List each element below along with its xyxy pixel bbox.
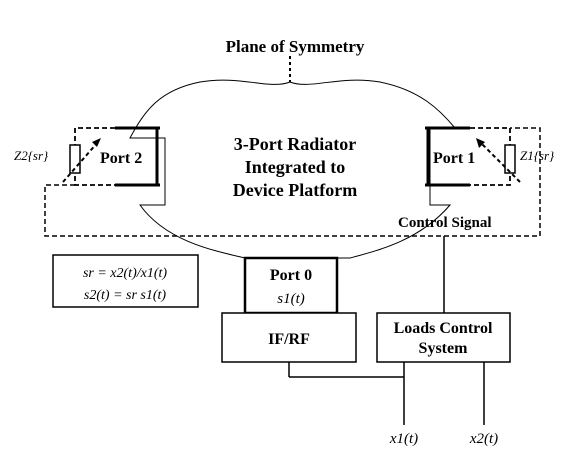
radiator-label-3: Device Platform: [233, 180, 357, 200]
plane-of-symmetry-label: Plane of Symmetry: [226, 37, 365, 56]
z2-resistor: [69, 144, 81, 174]
z1-arrow-head: [476, 138, 485, 148]
z1-label: Z1{sr}: [520, 148, 555, 163]
equation-line-1: sr = x2(t)/x1(t): [83, 266, 167, 281]
equation-line-2: s2(t) = sr s1(t): [84, 288, 167, 303]
z1-arrow: [479, 141, 521, 183]
port2-label: Port 2: [100, 150, 142, 167]
port1-label: Port 1: [433, 150, 475, 167]
z2-arrow-head: [92, 138, 101, 147]
port0-label: Port 0: [270, 267, 312, 284]
control-signal-label: Control Signal: [398, 215, 492, 231]
loads-control-box: [376, 312, 511, 363]
loads-control-label-1: Loads Control: [394, 320, 493, 337]
z1-resistor: [504, 144, 516, 174]
x2-label: x2(t): [469, 431, 498, 447]
z2-arrow: [62, 141, 99, 183]
ifrf-box: [221, 312, 357, 363]
equation-box: [52, 254, 199, 308]
loads-control-label-2: System: [419, 340, 469, 357]
ifrf-label: IF/RF: [268, 331, 310, 348]
control-signal-line: [44, 127, 541, 237]
z2-label: Z2{sr}: [14, 148, 49, 163]
port1-load-loop: [470, 127, 511, 186]
radiator-body: [129, 79, 457, 259]
radiator-label-2: Integrated to: [245, 157, 345, 177]
x1-label: x1(t): [389, 431, 418, 447]
radiator-label-1: 3-Port Radiator: [234, 134, 356, 154]
port0-box: [243, 256, 339, 315]
s1-label: s1(t): [277, 291, 305, 307]
